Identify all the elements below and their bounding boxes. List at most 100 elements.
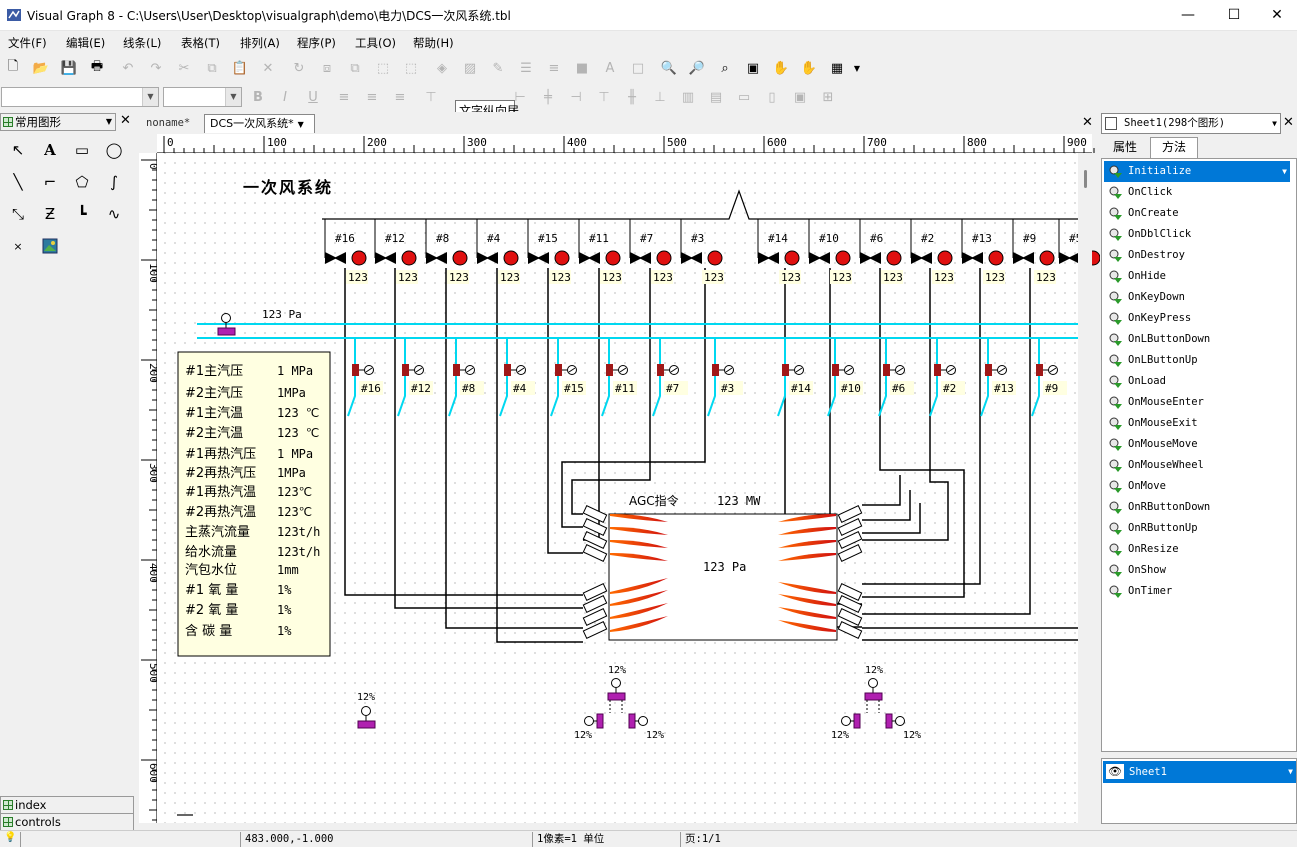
cut-icon[interactable]: ✂ <box>178 60 190 76</box>
menu-arrange[interactable]: 排列(A) <box>240 36 280 50</box>
method-item[interactable]: OnKeyPress <box>1108 308 1295 329</box>
image-tool[interactable] <box>38 234 62 258</box>
line-style-icon[interactable]: ☰ <box>520 60 532 76</box>
rotate-icon[interactable]: ↻ <box>293 60 305 76</box>
open-folder-icon[interactable]: 📂 <box>32 60 50 76</box>
curved-connector-tool[interactable]: ∿ <box>107 205 121 223</box>
maximize-button[interactable]: ☐ <box>1227 7 1241 23</box>
text-tool[interactable]: A <box>44 141 56 159</box>
primary-air-diagram[interactable]: #16123#12123#8123#4123#15123#11123#7123#… <box>157 153 1101 823</box>
same-height-icon[interactable]: ▯ <box>768 89 776 105</box>
method-item[interactable]: OnRButtonDown <box>1108 497 1295 518</box>
method-item[interactable]: OnDblClick <box>1108 224 1295 245</box>
align-left-icon[interactable]: ≡ <box>338 89 350 105</box>
align-center-icon[interactable]: ≡ <box>366 89 378 105</box>
save-icon[interactable]: 💾 <box>60 60 78 76</box>
line-color-icon[interactable]: ✎ <box>492 60 504 76</box>
lower-valve[interactable]: #2 <box>929 338 965 417</box>
lower-valve[interactable]: #7 <box>652 338 688 417</box>
delete-icon[interactable]: ✕ <box>262 60 274 76</box>
scrollbar-thumb[interactable] <box>1084 170 1087 188</box>
cross-tool[interactable]: × <box>13 239 23 253</box>
redo-icon[interactable]: ↷ <box>150 60 162 76</box>
tab-properties[interactable]: 属性 <box>1112 140 1137 154</box>
menu-edit[interactable]: 编辑(E) <box>66 36 106 50</box>
fill-color-icon[interactable]: ◈ <box>437 60 447 76</box>
method-item[interactable]: OnClick <box>1108 182 1295 203</box>
vertical-scrollbar[interactable] <box>1078 153 1092 823</box>
align-obj-bottom-icon[interactable]: ⊥ <box>654 89 666 105</box>
rectangle-tool[interactable]: ▭ <box>74 141 90 159</box>
close-tab-icon[interactable]: ✕ <box>1082 115 1093 130</box>
back-icon[interactable]: ⧉ <box>350 60 360 76</box>
sheet-tree-item[interactable]: 👁 Sheet1 ▼ <box>1103 761 1296 783</box>
controls-panel[interactable]: controls <box>0 813 134 831</box>
method-item[interactable]: OnKeyDown <box>1108 287 1295 308</box>
align-obj-left-icon[interactable]: ⊢ <box>514 89 526 105</box>
method-item[interactable]: OnDestroy <box>1108 245 1295 266</box>
align-obj-top-icon[interactable]: ⊤ <box>598 89 610 105</box>
z-connector-tool[interactable]: Ƶ <box>44 205 56 223</box>
connector-tool[interactable]: ⤡ <box>11 205 24 223</box>
method-item[interactable]: OnMouseEnter <box>1108 392 1295 413</box>
zoom-in-icon[interactable]: 🔍 <box>660 60 678 76</box>
ungroup-icon[interactable]: ⬚ <box>404 60 418 76</box>
index-panel[interactable]: index <box>0 796 134 814</box>
polyline-tool[interactable]: ⌐ <box>43 173 57 191</box>
line-tool[interactable]: ╲ <box>13 173 23 191</box>
close-right-panel-icon[interactable]: ✕ <box>1283 115 1294 130</box>
elbow-connector-tool[interactable]: ┗ <box>77 205 87 223</box>
same-width-icon[interactable]: ▭ <box>737 89 751 105</box>
zoom-fit-icon[interactable]: ⌕ <box>721 60 729 76</box>
lower-valve[interactable]: #11 <box>601 338 637 417</box>
undo-icon[interactable]: ↶ <box>122 60 134 76</box>
align-right-icon[interactable]: ≡ <box>394 89 406 105</box>
same-size-icon[interactable]: ▣ <box>793 89 807 105</box>
menu-help[interactable]: 帮助(H) <box>413 36 454 50</box>
method-item[interactable]: OnResize <box>1108 539 1295 560</box>
new-file-icon[interactable]: 🗋 <box>7 59 19 74</box>
space-icon[interactable]: ⊞ <box>822 89 834 105</box>
curve-tool[interactable]: ∫ <box>110 173 118 191</box>
pan-icon[interactable]: ✋ <box>800 60 818 76</box>
lower-valve[interactable]: #6 <box>878 338 914 417</box>
close-panel-icon[interactable]: ✕ <box>120 113 131 128</box>
pattern-icon[interactable]: ▨ <box>463 60 477 76</box>
align-obj-right-icon[interactable]: ⊣ <box>570 89 582 105</box>
lower-valve[interactable]: #9 <box>1031 338 1067 417</box>
lower-valve[interactable]: #3 <box>707 338 743 417</box>
align-obj-middle-icon[interactable]: ╫ <box>628 89 636 105</box>
side-damper[interactable]: 12% <box>878 700 921 741</box>
copy-icon[interactable]: ⧉ <box>207 60 217 76</box>
menu-line[interactable]: 线条(L) <box>123 36 162 50</box>
text-top-icon[interactable]: ⊤ <box>425 89 437 105</box>
view-icon[interactable]: ▣ <box>746 60 760 76</box>
select-arrow-tool[interactable]: ↖ <box>11 141 25 159</box>
font-name-combo[interactable]: ▼ <box>1 87 159 107</box>
method-item[interactable]: OnMouseMove <box>1108 434 1295 455</box>
front-icon[interactable]: ⧈ <box>322 60 332 76</box>
method-item[interactable]: OnRButtonUp <box>1108 518 1295 539</box>
lower-valve[interactable]: #16 <box>347 338 383 417</box>
lower-valve[interactable]: #15 <box>550 338 586 417</box>
lower-valve[interactable]: #12 <box>397 338 433 417</box>
method-item[interactable]: OnMouseExit <box>1108 413 1295 434</box>
frame-icon[interactable]: □ <box>631 60 645 76</box>
font-size-combo[interactable]: ▼ <box>163 87 242 107</box>
grid-icon[interactable]: ▦ <box>830 60 844 76</box>
polygon-tool[interactable]: ⬠ <box>75 173 89 191</box>
minimize-button[interactable]: — <box>1181 7 1195 23</box>
distribute-h-icon[interactable]: ▥ <box>681 89 695 105</box>
